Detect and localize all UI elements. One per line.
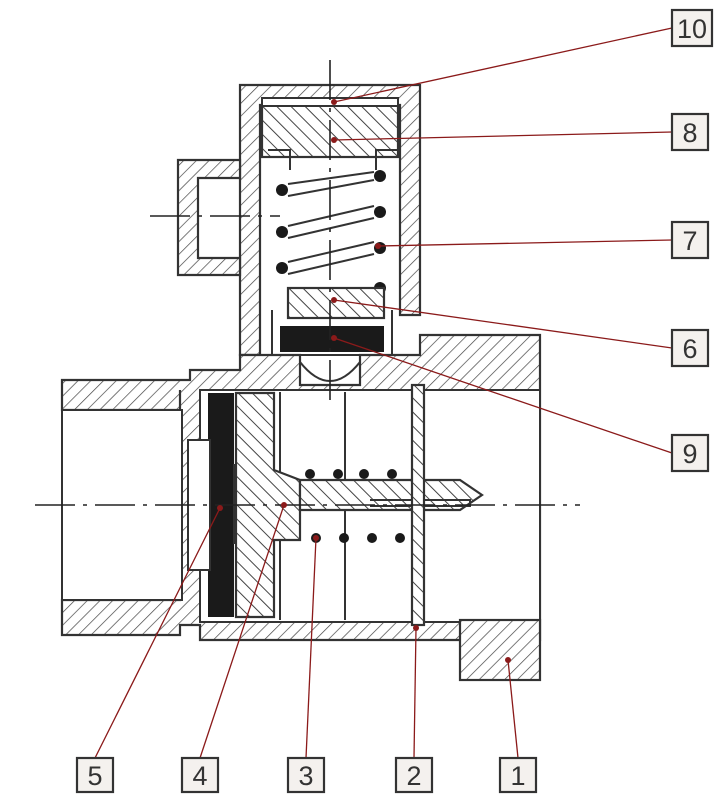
callout-label-9: 9 bbox=[682, 439, 697, 469]
callout-5: 5 bbox=[75, 756, 115, 794]
callout-label-5: 5 bbox=[87, 761, 102, 791]
callout-3: 3 bbox=[286, 756, 326, 794]
callout-7: 7 bbox=[670, 220, 710, 260]
callout-label-4: 4 bbox=[192, 761, 207, 791]
callout-10: 10 bbox=[670, 8, 714, 48]
leader-lines bbox=[94, 27, 673, 759]
piston-part-6 bbox=[286, 286, 386, 320]
callout-6: 6 bbox=[670, 328, 710, 368]
lower-spring-part-3 bbox=[305, 469, 405, 543]
callout-4: 4 bbox=[180, 756, 220, 794]
callout-label-6: 6 bbox=[682, 334, 697, 364]
callout-label-8: 8 bbox=[682, 118, 697, 148]
callout-1: 1 bbox=[498, 756, 538, 794]
upper-spring-part-7 bbox=[276, 170, 386, 294]
callout-8: 8 bbox=[670, 112, 710, 152]
callout-label-7: 7 bbox=[682, 226, 697, 256]
callout-label-1: 1 bbox=[510, 761, 525, 791]
callout-9: 9 bbox=[670, 433, 710, 473]
callout-label-2: 2 bbox=[406, 761, 421, 791]
callout-2: 2 bbox=[394, 756, 434, 794]
callout-label-10: 10 bbox=[677, 14, 707, 44]
callout-label-3: 3 bbox=[298, 761, 313, 791]
holder-part-4 bbox=[234, 391, 302, 619]
